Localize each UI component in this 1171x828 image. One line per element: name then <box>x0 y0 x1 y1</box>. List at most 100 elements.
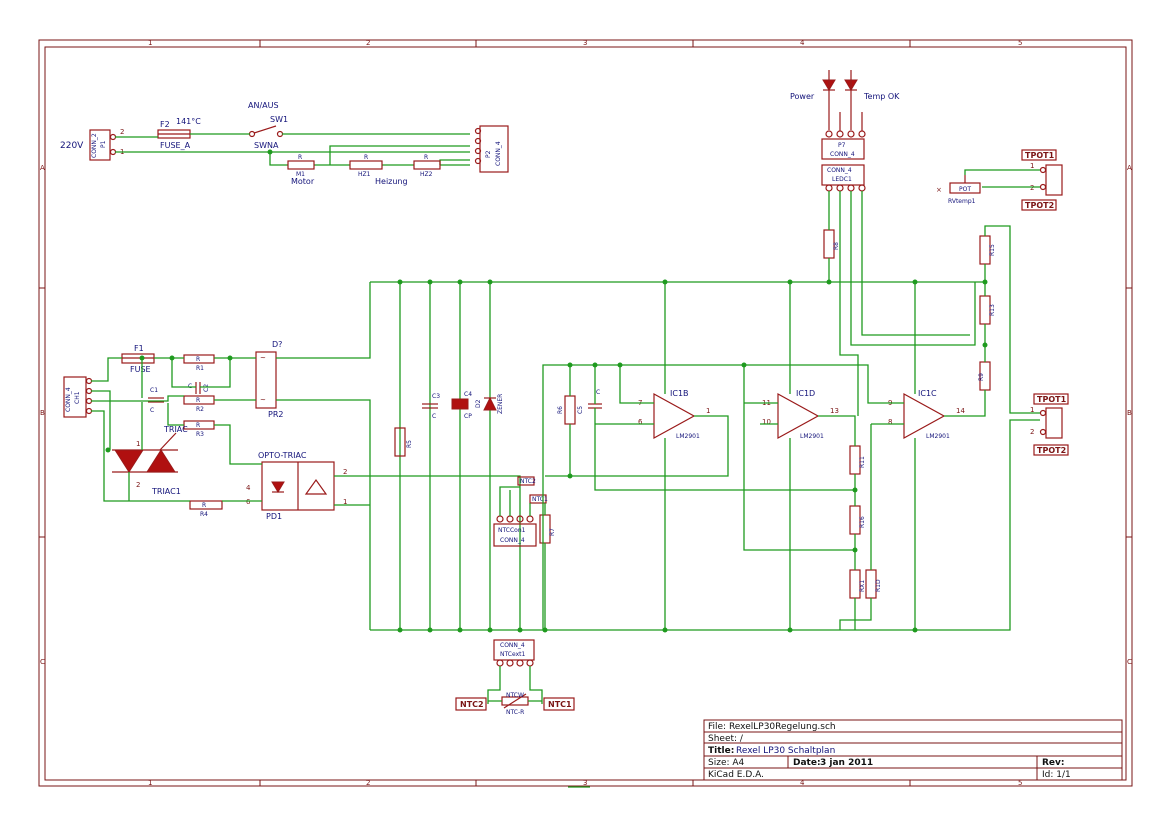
pr2-ref: PR2 <box>268 410 283 419</box>
resistor-r4 <box>189 500 223 510</box>
f1-value: FUSE <box>130 365 151 374</box>
left-section-wires <box>91 282 521 630</box>
label-temp-ok: Temp OK <box>863 92 900 101</box>
resistor-r6 <box>564 395 576 425</box>
title-block-tool: KiCad E.D.A. <box>708 770 764 780</box>
ntcext-wires <box>487 666 543 704</box>
r11-ref: R11 <box>859 456 866 468</box>
led-power <box>822 70 836 130</box>
zener-d2 <box>483 396 497 411</box>
label-ntc1-small: NTC1 <box>532 496 548 503</box>
label-220v: 220V <box>60 141 84 151</box>
hz2-ref: HZ2 <box>420 171 433 178</box>
tpot-r-pin-1: 1 <box>1030 406 1034 414</box>
hz2-value: R <box>424 154 428 161</box>
capacitor-c3 <box>422 403 438 409</box>
r4-ref: R4 <box>200 511 208 518</box>
tpot-pin-2: 2 <box>1030 184 1034 192</box>
label-heizung: Heizung <box>375 177 408 186</box>
c4-ref: C4 <box>464 391 472 398</box>
zone-5-top: 5 <box>1018 39 1022 47</box>
pr2-ac1: ~ <box>260 354 266 362</box>
ledc1-value: CONN_4 <box>827 167 852 174</box>
resistor-r5 <box>394 427 406 457</box>
resistor-hz1 <box>349 160 383 170</box>
r9-ref: R9 <box>978 373 985 381</box>
label-tpot2-right: TPOT2 <box>1037 446 1066 455</box>
connector-p2 <box>474 125 509 173</box>
pot-value: POT <box>959 186 971 193</box>
ch1-value: CONN_4 <box>65 387 72 412</box>
label-ntc1: NTC1 <box>548 700 572 709</box>
ic1d-ref: IC1D <box>796 389 815 398</box>
connector-p7 <box>821 112 866 160</box>
label-tpot2-top: TPOT2 <box>1025 201 1054 210</box>
power-rails <box>370 281 1040 631</box>
nc-marker: × <box>936 186 942 194</box>
ntccon1-value: CONN_4 <box>500 537 525 544</box>
row-b-right: B <box>1127 409 1132 417</box>
mains-wires <box>115 133 470 166</box>
c2-ref: C2 <box>203 384 210 392</box>
r2-value: R <box>196 397 200 404</box>
label-tpot1-right: TPOT1 <box>1037 395 1067 404</box>
row-a-left: A <box>40 164 45 172</box>
zone-4-bottom: 4 <box>800 779 805 787</box>
tpot-r-pin-2: 2 <box>1030 428 1034 436</box>
r16-ref: R16 <box>859 516 866 528</box>
triac-value: TRIAC <box>163 425 188 434</box>
opto-triac-pd1 <box>261 461 335 511</box>
capacitor-c2 <box>195 382 201 394</box>
d2-ref: D2 <box>475 399 482 408</box>
r3-ref: R3 <box>196 431 204 438</box>
pr2-top-ref: D? <box>272 340 282 349</box>
ic1b-pin1: 1 <box>706 407 710 415</box>
c5-ref: C5 <box>577 406 584 414</box>
r3-value: R <box>196 422 200 429</box>
led-temp-ok <box>844 70 858 130</box>
ntcr-value: NTC-R <box>506 709 524 716</box>
capacitor-cp-c4 <box>451 398 469 410</box>
ch1-ref: CH1 <box>74 391 81 404</box>
tpot-pin-1: 1 <box>1030 162 1034 170</box>
p1-value: CONN_2 <box>91 133 98 158</box>
junctions <box>105 149 988 633</box>
title-block-title: Rexel LP30 Schaltplan <box>736 746 835 756</box>
label-ntc2-box-bottom <box>455 697 487 711</box>
ic1d-pin10: 10 <box>762 418 771 426</box>
triac-pin-2: 2 <box>136 481 140 489</box>
row-c-right: C <box>1127 658 1132 666</box>
label-tpot2-right-box <box>1033 444 1069 456</box>
opamp-ic1b <box>653 392 696 440</box>
f2-temp: 141°C <box>176 117 201 126</box>
title-block-id: Id: 1/1 <box>1042 770 1071 780</box>
title-block-date: 3 jan 2011 <box>820 758 873 768</box>
capacitor-c5 <box>588 403 602 409</box>
row-a-right: A <box>1127 164 1132 172</box>
opto-pin-4: 4 <box>246 484 251 492</box>
label-power: Power <box>790 92 815 101</box>
ic1b-value: LM2901 <box>676 433 700 440</box>
hz1-value: R <box>364 154 368 161</box>
r1-ref: R1 <box>196 365 204 372</box>
label-tpot2-top-box <box>1021 199 1057 211</box>
zone-2-top: 2 <box>366 39 370 47</box>
pot-wires <box>964 169 1040 188</box>
p7-ref: P7 <box>838 142 846 149</box>
connector-tpot-top <box>1039 164 1063 196</box>
c1-value: C <box>150 407 154 414</box>
ic1c-ref: IC1C <box>918 389 937 398</box>
ic1c-pin8: 8 <box>888 418 892 426</box>
label-ntc1-box-bottom <box>543 697 575 711</box>
ledc1-ref: LEDC1 <box>832 176 852 183</box>
ic1b-pin6: 6 <box>638 418 643 426</box>
rx1-ref: RX1 <box>859 580 866 592</box>
ic1c-value: LM2901 <box>926 433 950 440</box>
c1-ref: C1 <box>150 387 158 394</box>
hz1-ref: HZ1 <box>358 171 371 178</box>
p2-ref: P2 <box>485 150 492 158</box>
sw1-function: AN/AUS <box>248 101 279 110</box>
r6-ref: R6 <box>557 406 564 414</box>
ntcext1-value: CONN_4 <box>500 642 525 649</box>
